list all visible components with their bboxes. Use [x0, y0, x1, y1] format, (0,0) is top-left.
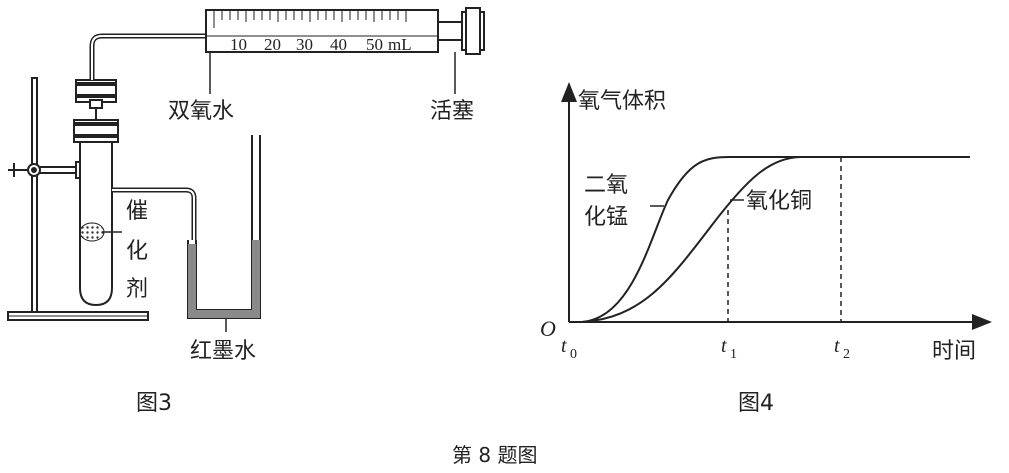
label-mno2-line1: 二氧	[584, 173, 628, 198]
tick-t1: t 1	[721, 335, 737, 362]
delivery-tube-top	[89, 33, 206, 80]
label-catalyst-2: 化	[126, 239, 148, 264]
figure3-caption: 图3	[136, 391, 172, 416]
x-axis-label: 时间	[932, 339, 976, 364]
label-red-ink: 红墨水	[190, 339, 256, 364]
graph-curves	[581, 156, 970, 323]
curve-copper-oxide	[581, 156, 970, 323]
tick-label-50: 50	[366, 35, 383, 54]
label-catalyst-3: 剂	[126, 277, 148, 302]
tick-t2: t 2	[834, 335, 850, 362]
u-tube-outer	[187, 135, 261, 319]
side-tube	[112, 187, 197, 240]
test-tube	[79, 140, 113, 307]
stand-rod	[31, 77, 38, 313]
label-copper-oxide: 氧化铜	[746, 189, 812, 214]
curve-manganese-dioxide	[581, 156, 970, 323]
t2-label: t	[834, 335, 840, 357]
graph-dashed-lines	[727, 157, 842, 322]
graph-axes	[561, 82, 992, 330]
label-mno2-line2: 化锰	[584, 205, 628, 230]
figure4-caption: 图4	[738, 391, 774, 416]
label-plunger: 活塞	[430, 99, 474, 124]
apparatus	[7, 7, 485, 332]
catalyst-particles	[79, 222, 105, 242]
syringe-scale-labels: 10 20 30 40 50 mL	[230, 35, 412, 54]
label-catalyst-1: 催	[126, 199, 148, 224]
label-hydrogen-peroxide: 双氧水	[168, 99, 234, 124]
syringe	[205, 7, 485, 94]
tick-label-30: 30	[296, 35, 313, 54]
t0-label: t	[561, 335, 567, 357]
tick-label-10: 10	[230, 35, 247, 54]
t0-subscript: 0	[570, 347, 577, 362]
tick-label-40: 40	[330, 35, 347, 54]
syringe-ticks	[213, 10, 407, 28]
tick-t0: t 0	[561, 335, 577, 362]
t1-label: t	[721, 335, 727, 357]
red-ink-liquid	[188, 240, 260, 318]
origin-label: O	[540, 316, 556, 341]
t1-subscript: 1	[730, 347, 737, 362]
t2-subscript: 2	[843, 347, 850, 362]
syringe-unit: mL	[388, 35, 412, 54]
figure-title: 第 8 题图	[452, 443, 537, 467]
y-axis-label: 氧气体积	[578, 89, 666, 114]
tick-label-20: 20	[264, 35, 281, 54]
u-tube-inner	[195, 135, 253, 311]
graph-leaders	[650, 199, 744, 207]
